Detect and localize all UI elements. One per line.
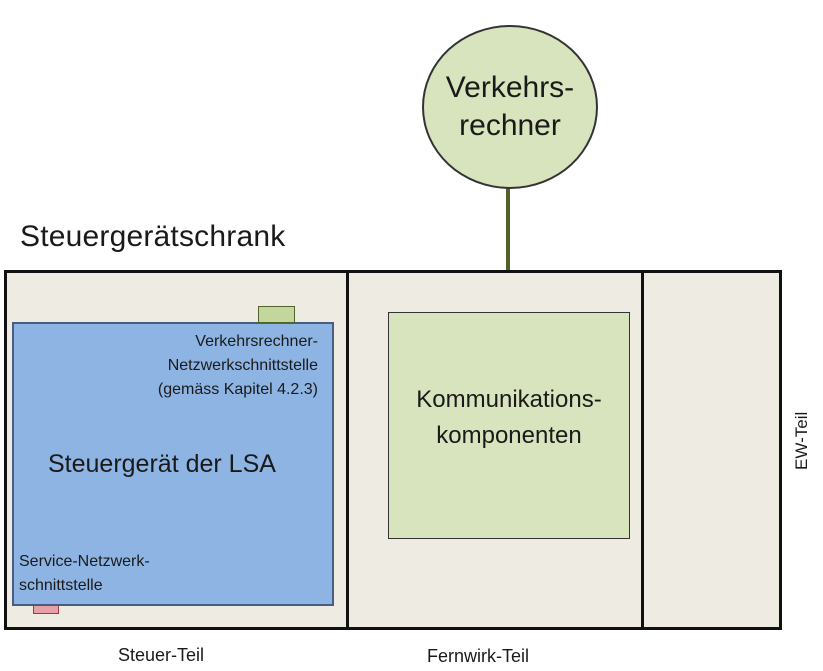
communication-box	[388, 312, 630, 539]
communication-line1: Kommunikations-	[416, 386, 602, 413]
controller-title: Steuergerät der LSA	[48, 450, 276, 478]
verkehrsrechner-line2: rechner	[459, 109, 561, 142]
service-interface-label: Service-Netzwerk- schnittstelle	[19, 550, 150, 598]
service-interface-line1: Service-Netzwerk-	[19, 553, 150, 570]
cabinet-title: Steuergerätschrank	[20, 220, 286, 253]
network-port	[258, 306, 295, 323]
verkehrsrechner-node: Verkehrs- rechner	[422, 25, 598, 189]
controller-box	[12, 322, 334, 606]
ew-section-label: EW-Teil	[792, 411, 811, 470]
steuer-section-label: Steuer-Teil	[118, 645, 205, 665]
service-interface-line2: schnittstelle	[19, 577, 103, 594]
network-interface-line1: Verkehrsrechner-	[195, 333, 318, 350]
network-interface-label: Verkehrsrechner- Netzwerkschnittstelle (…	[100, 330, 318, 402]
cabinet-divider-1	[346, 270, 349, 630]
fernwirk-section-label: Fernwirk-Teil	[427, 646, 530, 666]
communication-label: Kommunikations- komponenten	[388, 382, 630, 454]
network-interface-line2: Netzwerkschnittstelle	[167, 357, 318, 374]
service-port	[33, 605, 59, 614]
network-interface-line3: (gemäss Kapitel 4.2.3)	[157, 381, 318, 398]
cabinet-divider-2	[641, 270, 644, 630]
verkehrsrechner-line1: Verkehrs-	[445, 71, 575, 104]
communication-line2: komponenten	[436, 422, 582, 449]
